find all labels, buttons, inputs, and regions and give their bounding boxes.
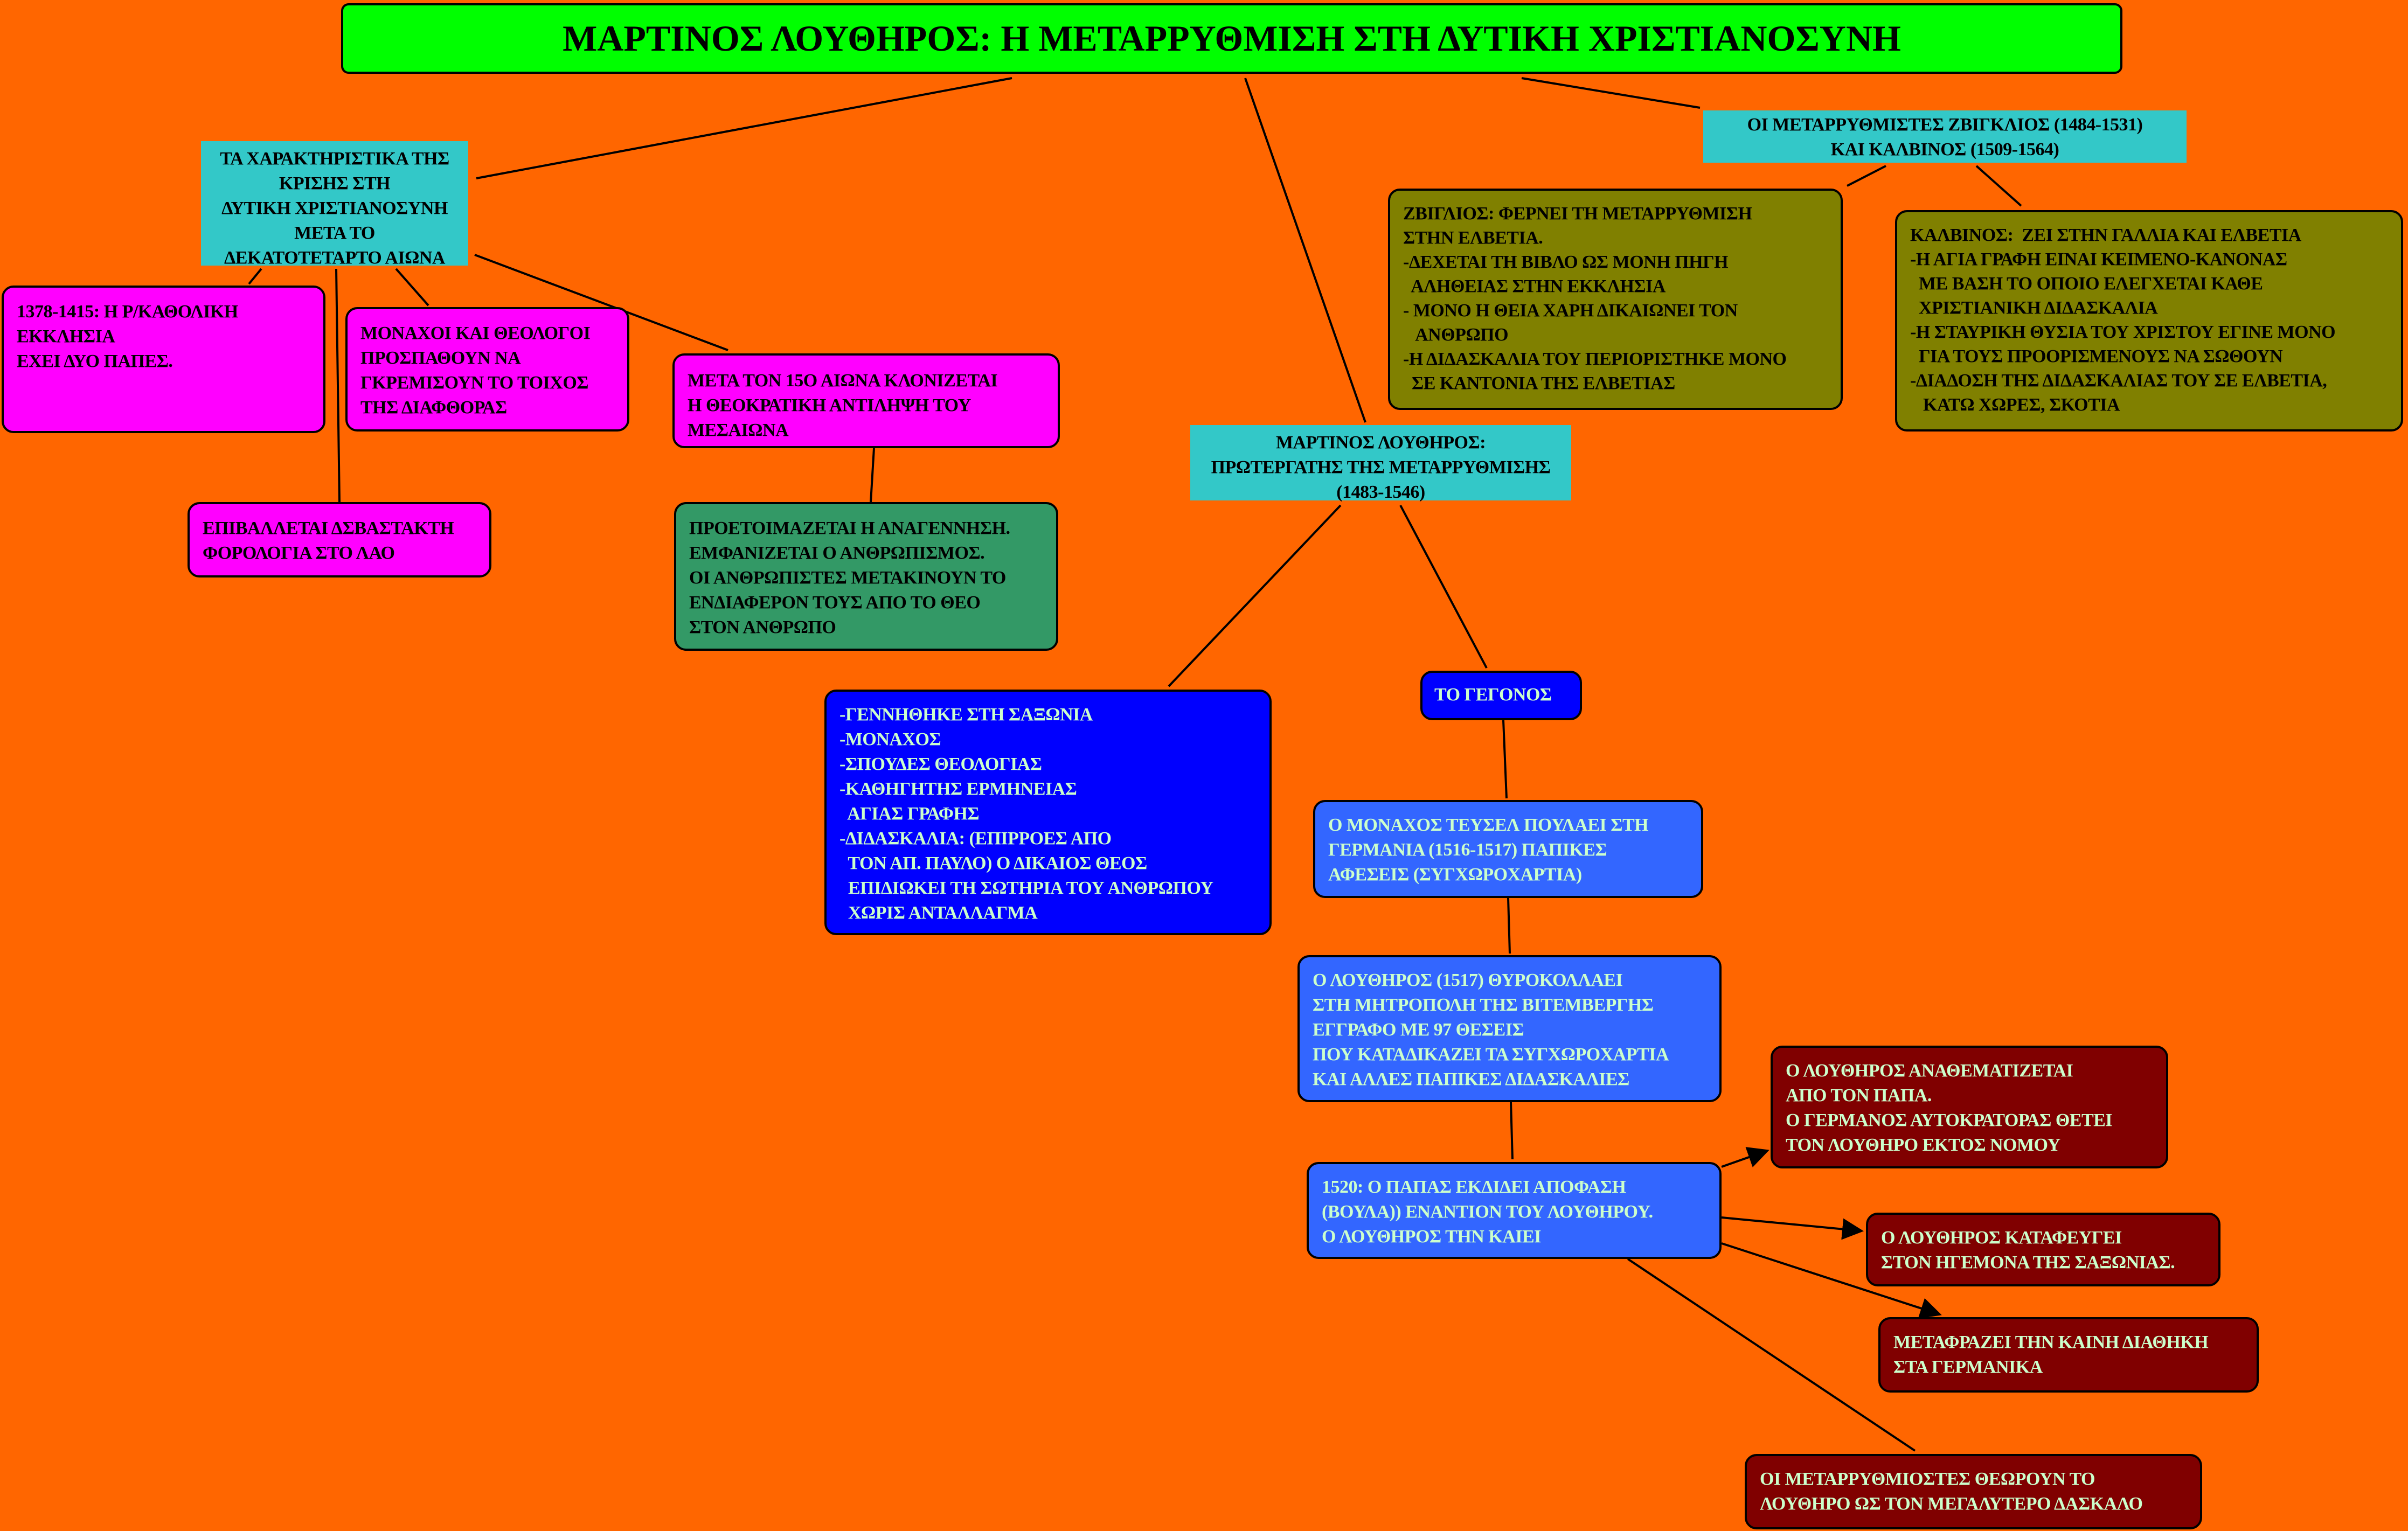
taxation-node: ΕΠΙΒΑΛΛΕΤΑΙ ΔΣΒΑΣΤΑΚΤΗ ΦΟΡΟΛΟΓΙΑ ΣΤΟ ΛΑΟ: [188, 502, 491, 577]
theses-node: Ο ΛΟΥΘΗΡΟΣ (1517) ΘΥΡΟΚΟΛΛΑΕΙ ΣΤΗ ΜΗΤΡΟΠ…: [1297, 955, 1722, 1102]
calvin-node: ΚΑΛΒΙΝΟΣ: ΖΕΙ ΣΤΗΝ ΓΑΛΛΙΑ ΚΑΙ ΕΛΒΕΤΙΑ -Η…: [1895, 210, 2403, 432]
popes-node: 1378-1415: Η Ρ/ΚΑΘΟΛΙΚΗ ΕΚΚΛΗΣΙΑ ΕΧΕΙ ΔΥ…: [2, 286, 325, 433]
event-node: ΤΟ ΓΕΓΟΝΟΣ: [1420, 671, 1582, 720]
teacher-node: ΟΙ ΜΕΤΑΡΡΥΘΜΙΟΣΤΕΣ ΘΕΩΡΟΥΝ ΤΟ ΛΟΥΘΗΡΟ ΩΣ…: [1745, 1454, 2202, 1529]
page-title: ΜΑΡΤΙΝΟΣ ΛΟΥΘΗΡΟΣ: Η ΜΕΤΑΡΡΥΘΜΙΣΗ ΣΤΗ ΔΥ…: [341, 3, 2122, 74]
anathema-node: Ο ΛΟΥΘΗΡΟΣ ΑΝΑΘΕΜΑΤΙΖΕΤΑΙ ΑΠΟ ΤΟΝ ΠΑΠΑ. …: [1771, 1046, 2168, 1168]
crisis-node: ΤΑ ΧΑΡΑΚΤΗΡΙΣΤΙΚΑ ΤΗΣ ΚΡΙΣΗΣ ΣΤΗ ΔΥΤΙΚΗ …: [201, 141, 468, 268]
luther-bio-node: -ΓΕΝΝΗΘΗΚΕ ΣΤΗ ΣΑΞΩΝΙΑ -ΜΟΝΑΧΟΣ -ΣΠΟΥΔΕΣ…: [824, 690, 1272, 935]
luther-node: ΜΑΡΤΙΝΟΣ ΛΟΥΘΗΡΟΣ: ΠΡΩΤΕΡΓΑΤΗΣ ΤΗΣ ΜΕΤΑΡ…: [1190, 425, 1571, 502]
translation-node: ΜΕΤΑΦΡΑΖΕΙ ΤΗΝ ΚΑΙΝΗ ΔΙΑΘΗΚΗ ΣΤΑ ΓΕΡΜΑΝΙ…: [1878, 1317, 2259, 1393]
refuge-node: Ο ΛΟΥΘΗΡΟΣ ΚΑΤΑΦΕΥΓΕΙ ΣΤΟΝ ΗΓΕΜΟΝΑ ΤΗΣ Σ…: [1866, 1213, 2220, 1286]
century15-node: ΜΕΤΑ ΤΟΝ 15Ο ΑΙΩΝΑ ΚΛΟΝΙΖΕΤΑΙ Η ΘΕΟΚΡΑΤΙ…: [672, 353, 1060, 448]
papal-bull-node: 1520: Ο ΠΑΠΑΣ ΕΚΔΙΔΕΙ ΑΠΟΦΑΣΗ (ΒΟΥΛΑ)) Ε…: [1307, 1162, 1722, 1259]
renaissance-node: ΠΡΟΕΤΟΙΜΑΖΕΤΑΙ Η ΑΝΑΓΕΝΝΗΣΗ. ΕΜΦΑΝΙΖΕΤΑΙ…: [674, 502, 1058, 651]
reformers-node: ΟΙ ΜΕΤΑΡΡΥΘΜΙΣΤΕΣ ΖΒΙΓΚΛΙΟΣ (1484-1531) …: [1703, 110, 2187, 163]
zwingli-node: ΖΒΙΓΛΙΟΣ: ΦΕΡΝΕΙ ΤΗ ΜΕΤΑΡΡΥΘΜΙΣΗ ΣΤΗΝ ΕΛ…: [1388, 189, 1843, 410]
monks-node: ΜΟΝΑΧΟΙ ΚΑΙ ΘΕΟΛΟΓΟΙ ΠΡΟΣΠΑΘΟΥΝ ΝΑ ΓΚΡΕΜ…: [345, 307, 629, 432]
tetzel-node: Ο ΜΟΝΑΧΟΣ ΤΕΥΣΕΛ ΠΟΥΛΑΕΙ ΣΤΗ ΓΕΡΜΑΝΙΑ (1…: [1313, 800, 1703, 898]
